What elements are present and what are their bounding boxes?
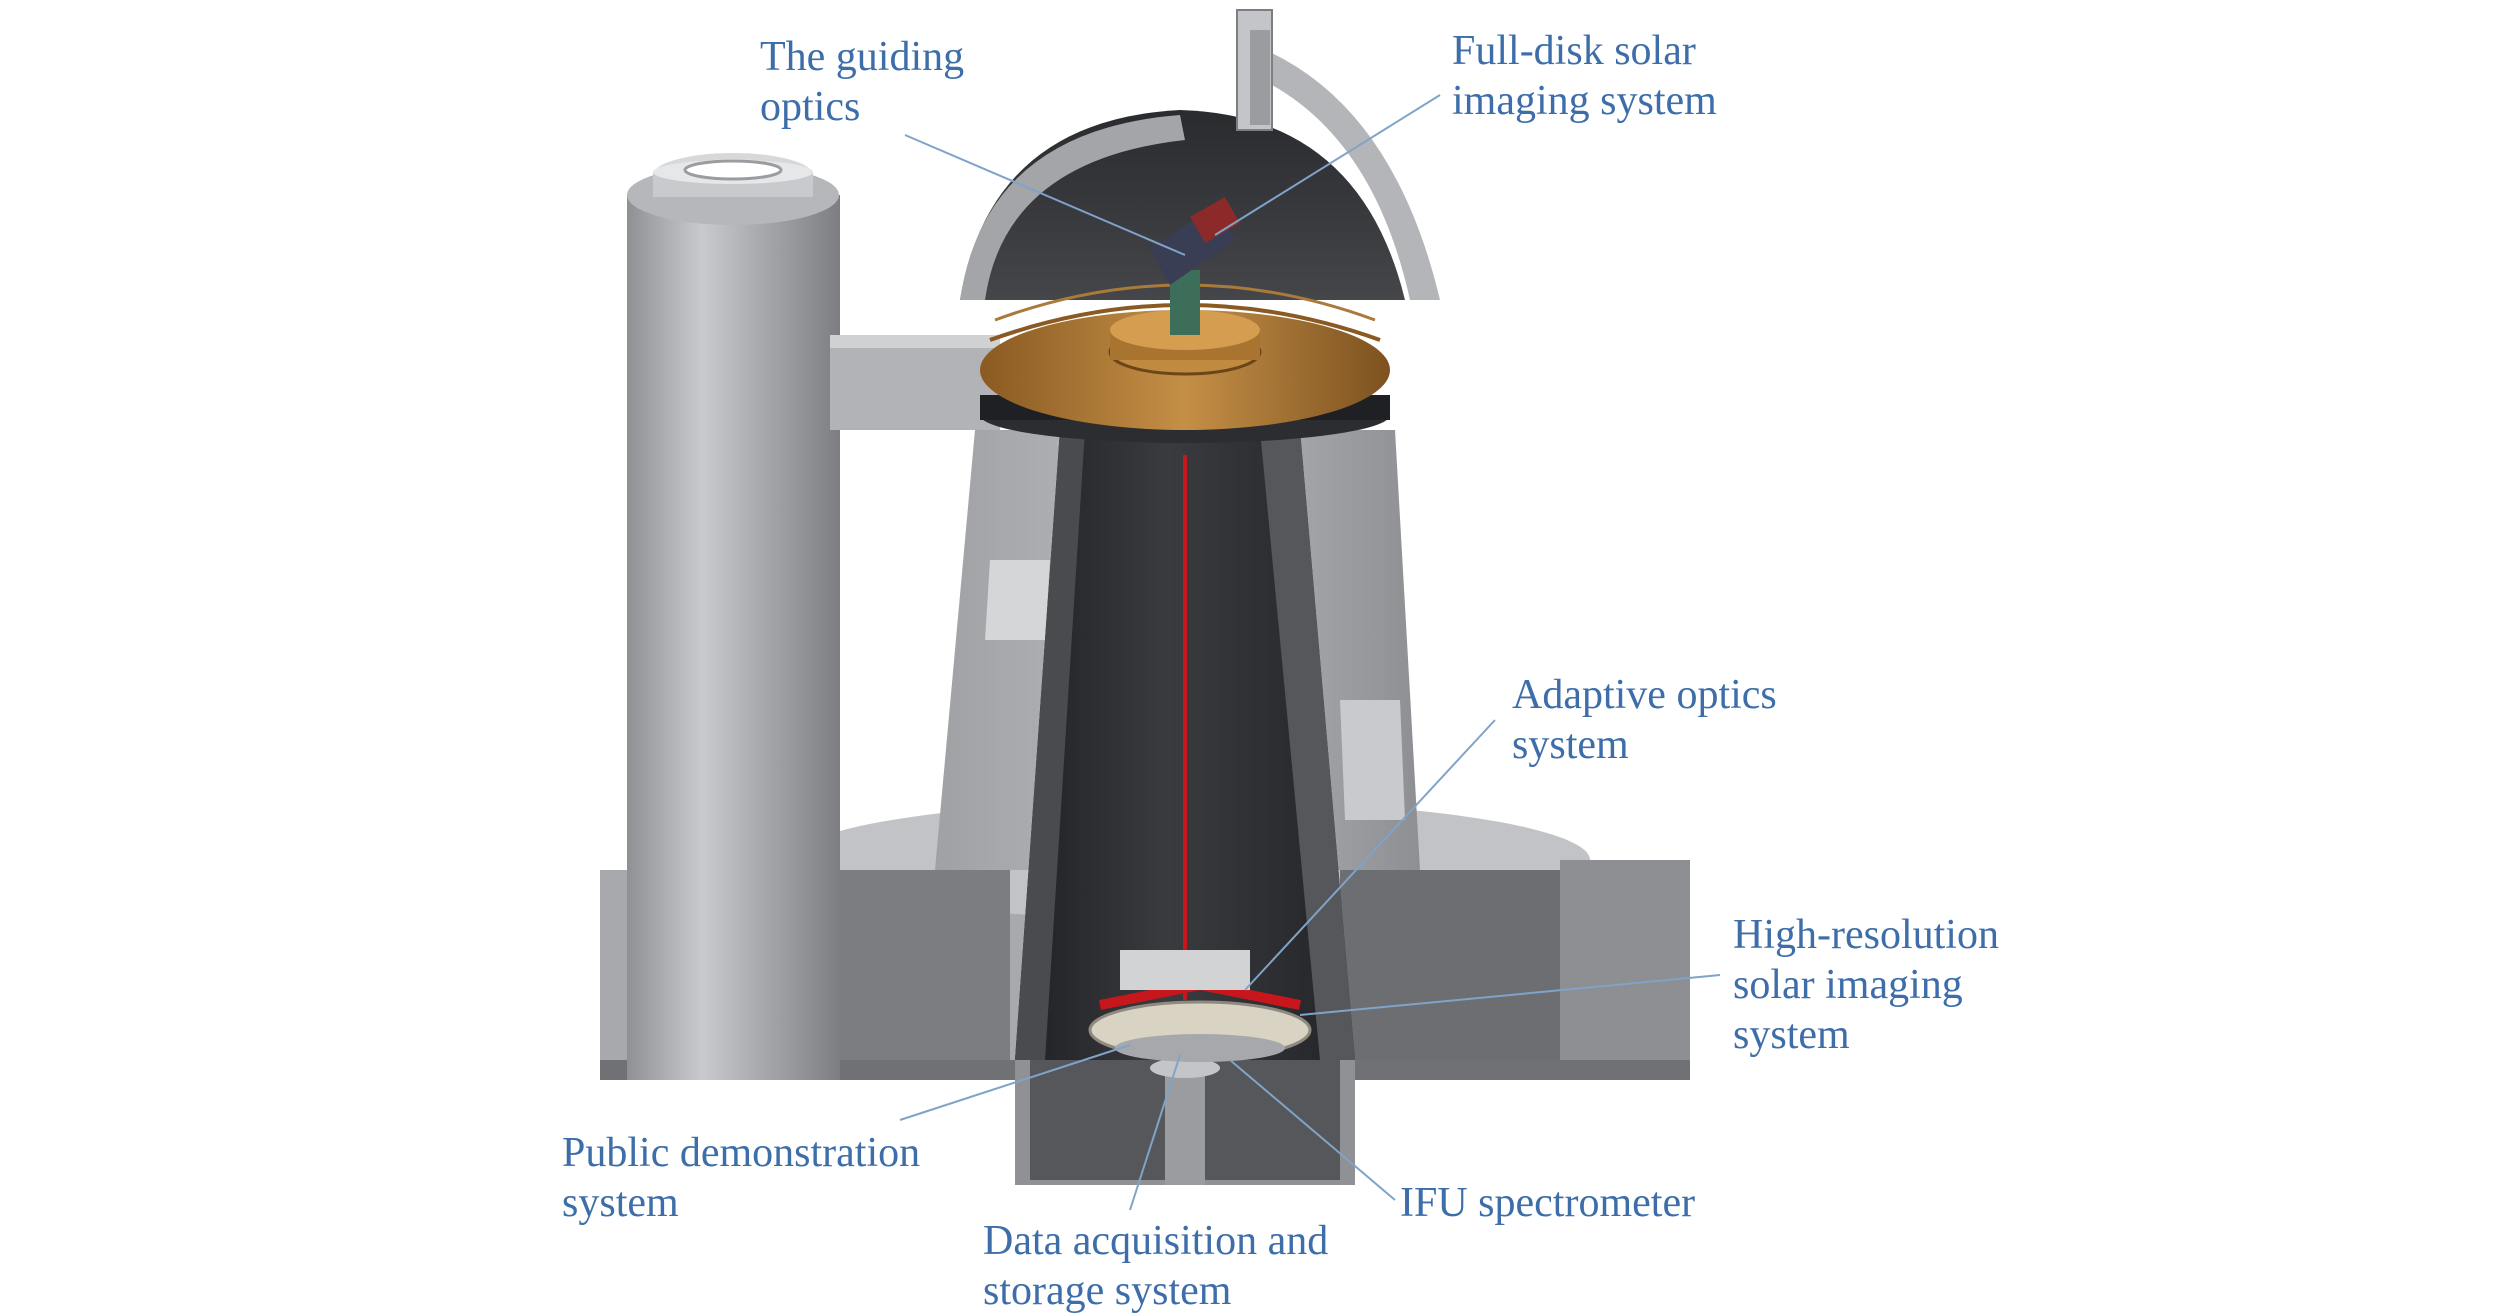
label-high-resolution-line2: solar imaging xyxy=(1733,960,1999,1010)
label-adaptive-optics: Adaptive optics system xyxy=(1512,670,1777,770)
label-ifu-spectrometer-line1: IFU spectrometer xyxy=(1400,1178,1695,1228)
label-adaptive-optics-line1: Adaptive optics xyxy=(1512,670,1777,720)
leader-full-disk xyxy=(1215,95,1440,235)
label-adaptive-optics-line2: system xyxy=(1512,720,1777,770)
label-guiding-optics-line2: optics xyxy=(760,82,964,132)
leader-guiding-optics xyxy=(905,135,1185,255)
leader-data-acquisition xyxy=(1130,1055,1180,1210)
label-data-acquisition-line1: Data acquisition and xyxy=(983,1216,1328,1266)
label-high-resolution: High-resolution solar imaging system xyxy=(1733,910,1999,1060)
label-data-acquisition-line2: storage system xyxy=(983,1266,1328,1316)
leader-ifu-spectrometer xyxy=(1230,1060,1395,1200)
label-full-disk: Full-disk solar imaging system xyxy=(1452,26,1717,126)
label-public-demo-line1: Public demonstration xyxy=(562,1128,920,1178)
leader-public-demo xyxy=(900,1045,1130,1120)
leader-high-resolution xyxy=(1300,975,1720,1015)
label-full-disk-line2: imaging system xyxy=(1452,76,1717,126)
label-high-resolution-line1: High-resolution xyxy=(1733,910,1999,960)
leader-adaptive-optics xyxy=(1245,720,1495,990)
label-high-resolution-line3: system xyxy=(1733,1010,1999,1060)
label-ifu-spectrometer: IFU spectrometer xyxy=(1400,1178,1695,1228)
label-public-demo-line2: system xyxy=(562,1178,920,1228)
label-guiding-optics-line1: The guiding xyxy=(760,32,964,82)
label-guiding-optics: The guiding optics xyxy=(760,32,964,132)
label-data-acquisition: Data acquisition and storage system xyxy=(983,1216,1328,1316)
label-full-disk-line1: Full-disk solar xyxy=(1452,26,1717,76)
label-public-demo: Public demonstration system xyxy=(562,1128,920,1228)
